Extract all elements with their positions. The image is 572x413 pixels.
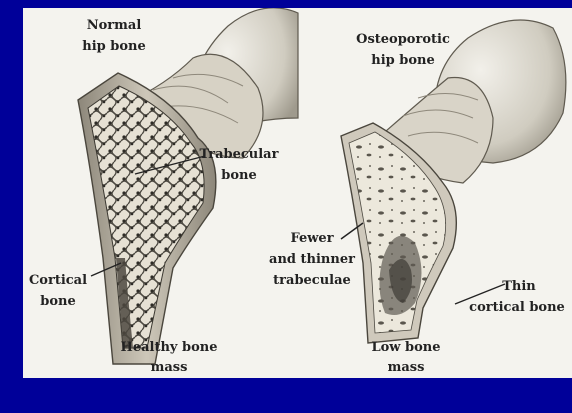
cortical-bone-label-line1: Cortical (29, 273, 87, 288)
osteoporotic-hip-bone-drawing (341, 20, 566, 343)
thin-cortical-bone-label-line1: Thin (502, 279, 536, 294)
low-bone-mass-label-line1: Low bone (371, 340, 440, 355)
normal-hip-bone-title-line1: Normal (87, 18, 142, 33)
cortical-bone-label-line2: bone (40, 294, 75, 309)
thin-cortical-bone-label-line2: cortical bone (469, 300, 565, 315)
trabecular-bone-label-line2: bone (221, 168, 256, 183)
hip-bone-illustration: Normal hip bone Trabecular bone Cortical… (23, 8, 572, 378)
normal-hip-bone-title-line2: hip bone (82, 39, 146, 54)
healthy-bone-mass-label-line1: Healthy bone (121, 340, 218, 355)
normal-hip-bone-drawing (78, 8, 298, 364)
fewer-trabeculae-label-line3: trabeculae (273, 273, 351, 288)
osteoporotic-hip-bone-title-line1: Osteoporotic (356, 32, 450, 47)
osteoporotic-hip-bone-title-line2: hip bone (371, 53, 435, 68)
fewer-trabeculae-label-line1: Fewer (290, 231, 333, 246)
healthy-bone-mass-label-line2: mass (151, 360, 188, 375)
trabecular-bone-label-line1: Trabecular (200, 147, 279, 162)
low-bone-mass-label-line2: mass (388, 360, 425, 375)
fewer-trabeculae-label-line2: and thinner (269, 252, 355, 267)
illustration-panel: Normal hip bone Trabecular bone Cortical… (23, 8, 572, 378)
